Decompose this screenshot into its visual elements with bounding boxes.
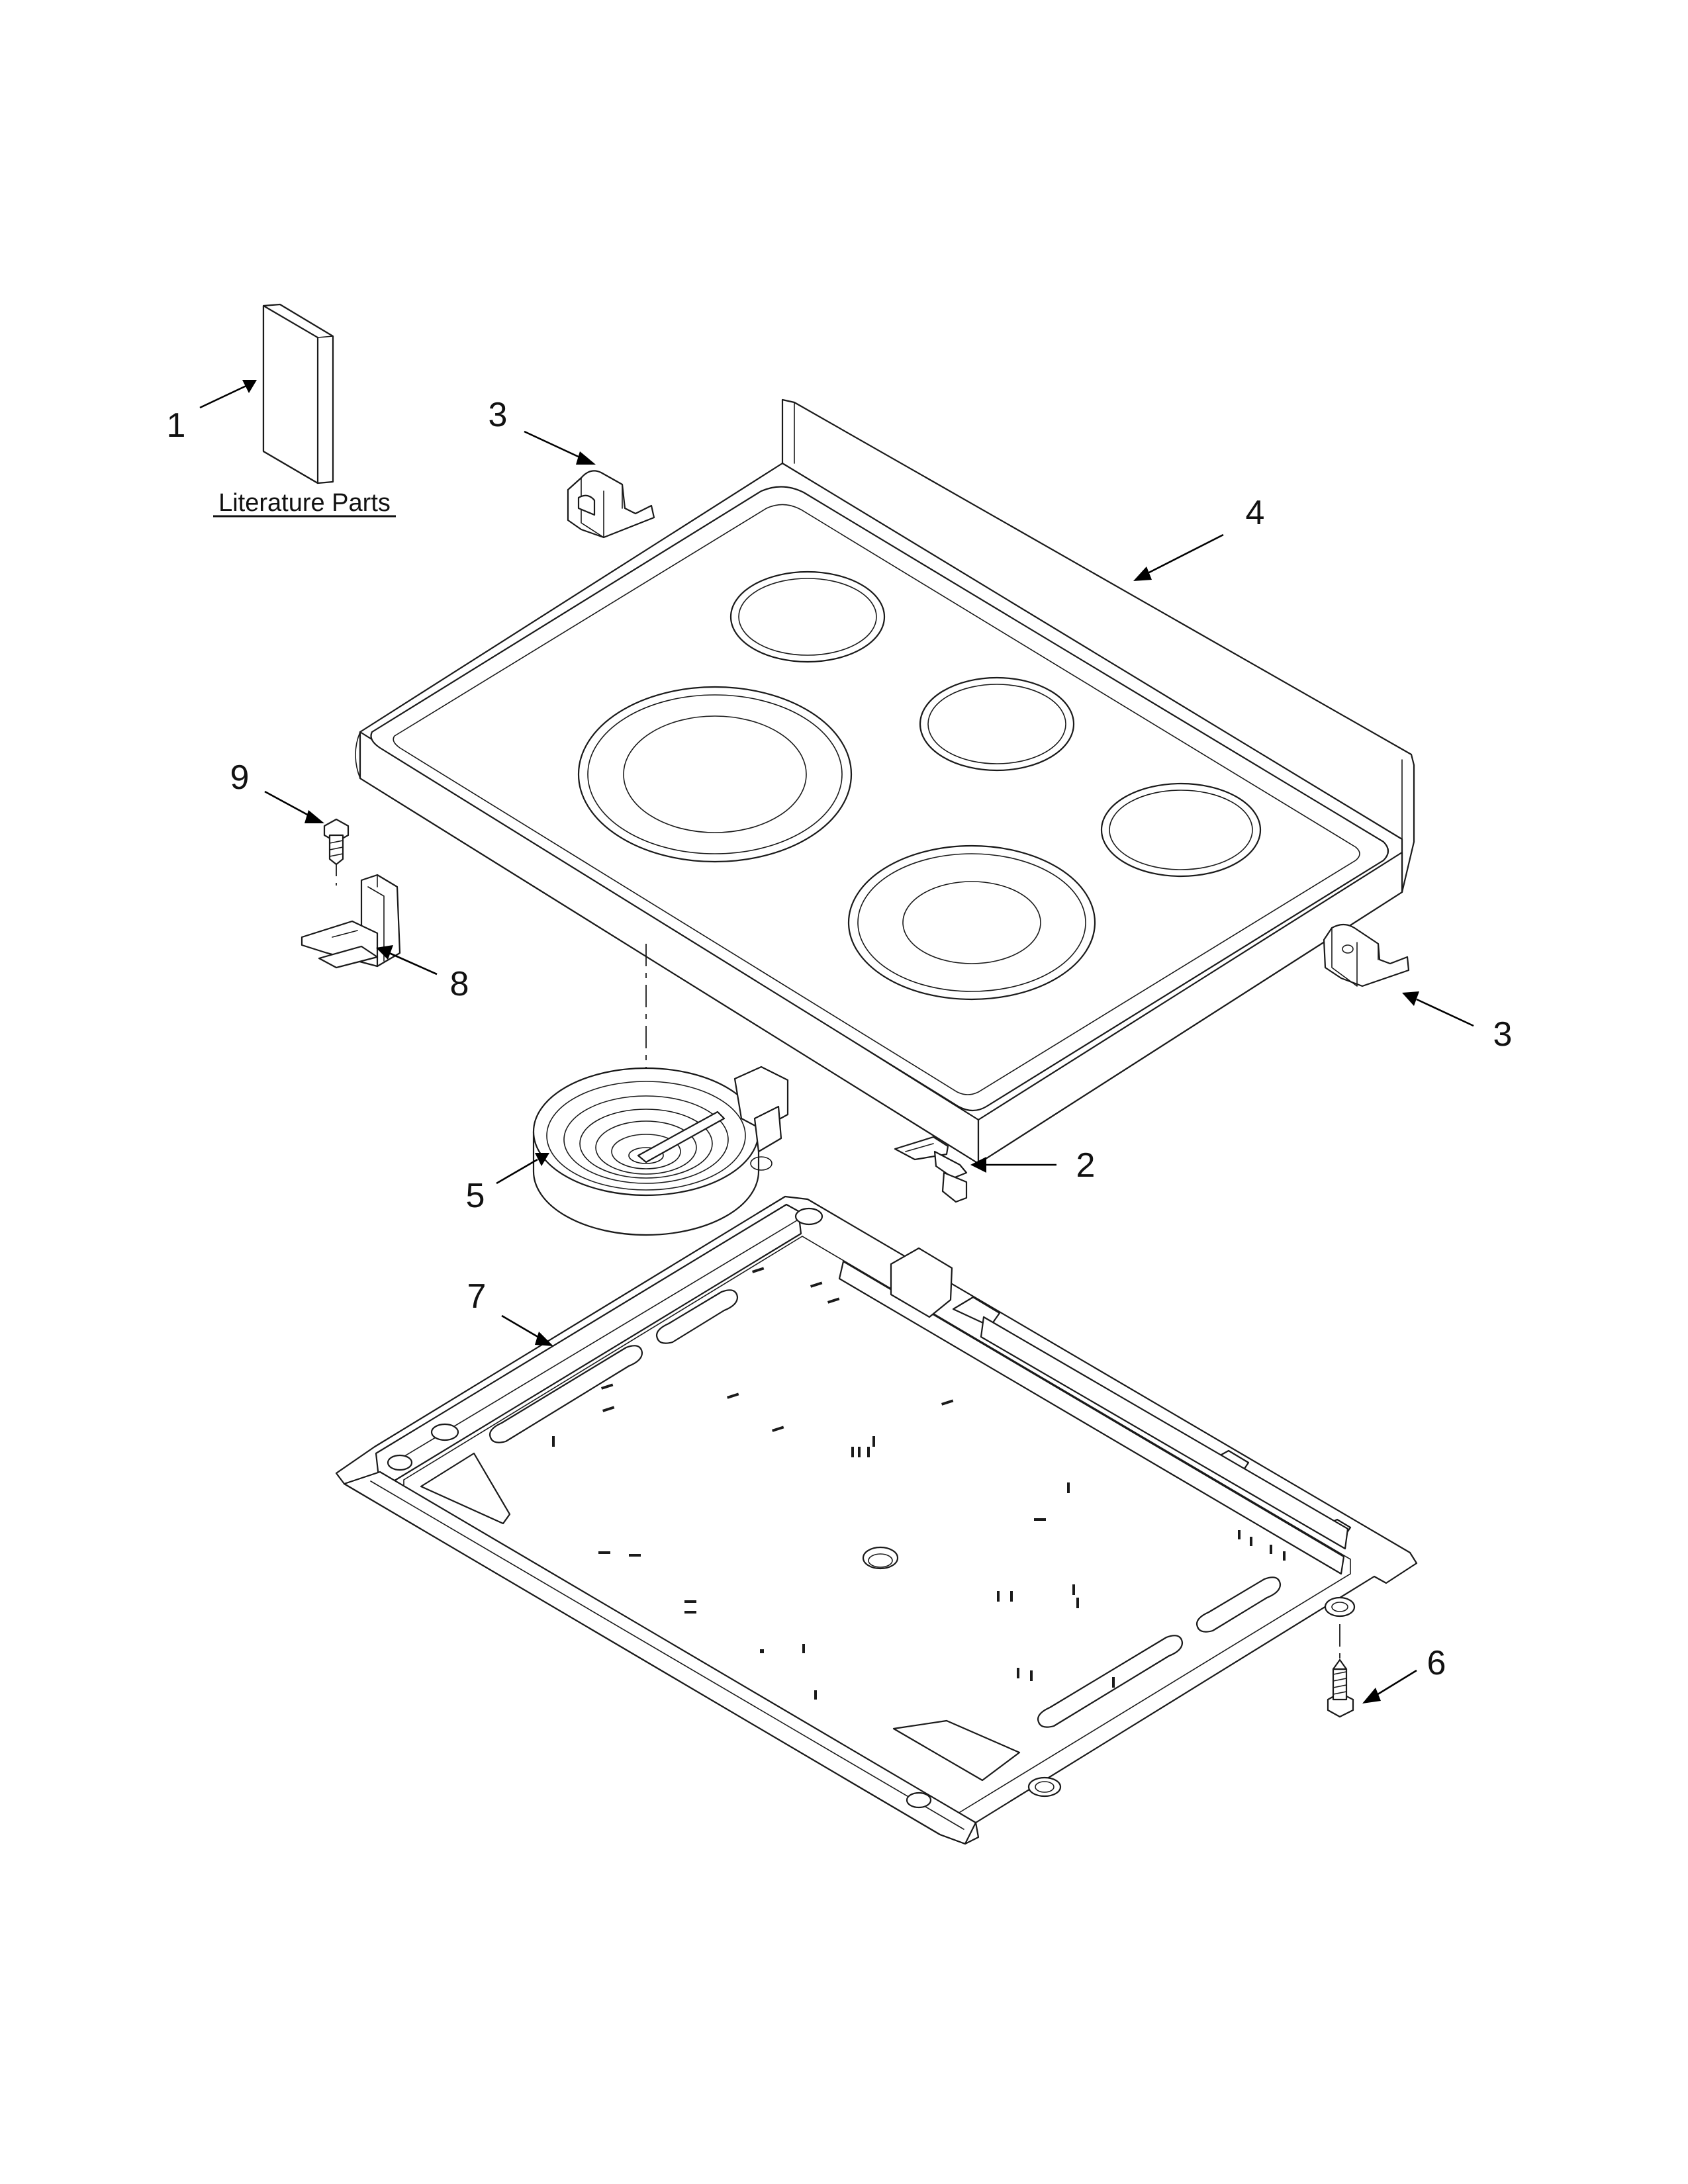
callout-1: 1 xyxy=(167,406,186,445)
screw-element-bracket[interactable] xyxy=(324,819,348,864)
floor-slots xyxy=(552,1267,1286,1700)
element-bracket[interactable] xyxy=(302,875,400,968)
callout-9: 9 xyxy=(230,758,250,797)
emboss-front-2 xyxy=(1038,1635,1182,1727)
emboss-front-1 xyxy=(1197,1577,1280,1631)
literature-parts-caption: Literature Parts xyxy=(218,489,391,517)
burner-left-rear xyxy=(731,572,884,662)
cooktop-bracket-left[interactable] xyxy=(568,471,654,537)
literature-parts[interactable] xyxy=(263,304,333,483)
emboss-rear-1 xyxy=(657,1290,737,1343)
callout-5: 5 xyxy=(466,1177,485,1215)
center-hole xyxy=(863,1547,898,1569)
callout-4: 4 xyxy=(1246,494,1265,532)
glass-cooktop[interactable] xyxy=(355,400,1414,1163)
gusset-left xyxy=(421,1453,510,1524)
callout-3-right: 3 xyxy=(1493,1015,1513,1054)
burner-center-rear xyxy=(920,678,1074,770)
bracket-clip[interactable] xyxy=(895,1137,966,1202)
gusset-front xyxy=(894,1721,1019,1780)
callout-6: 6 xyxy=(1427,1644,1446,1682)
callout-2: 2 xyxy=(1076,1146,1096,1185)
burner-right-rear xyxy=(1102,784,1260,876)
callout-8: 8 xyxy=(450,965,469,1003)
emboss-rear-2 xyxy=(490,1345,642,1442)
screw-burner-box[interactable] xyxy=(1328,1660,1353,1717)
burner-center-front xyxy=(849,846,1095,999)
burner-left-front xyxy=(579,687,851,862)
callout-7: 7 xyxy=(467,1277,487,1316)
radiant-surface-element[interactable] xyxy=(534,1067,788,1235)
callout-3-top: 3 xyxy=(489,396,508,434)
callout-leaders xyxy=(200,380,1474,1704)
cooktop-bracket-right[interactable] xyxy=(1324,925,1409,986)
burner-box[interactable] xyxy=(336,1197,1417,1844)
